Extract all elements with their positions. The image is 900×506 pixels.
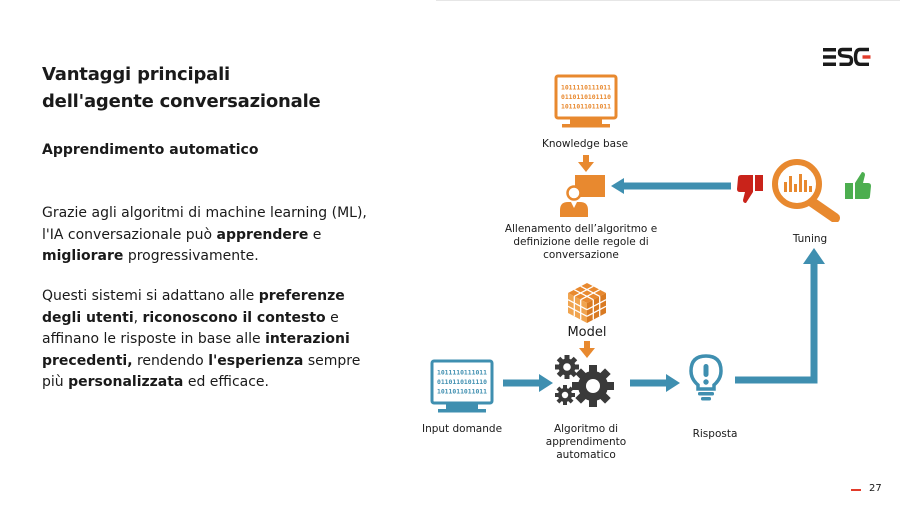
- para1-segment: e: [308, 226, 322, 243]
- binary-line-2: 0110110101110: [437, 378, 487, 386]
- para2-segment: interazioni precedenti,: [42, 331, 350, 369]
- para2-segment: ,: [133, 309, 143, 326]
- arrow-down-icon: [577, 155, 595, 173]
- section-subtitle: Apprendimento automatico: [42, 142, 259, 158]
- binary-line-3: 1011011011011: [561, 103, 611, 111]
- label-training-line-1: Allenamento dell’algoritmo e: [504, 223, 658, 235]
- paragraph-ml: Grazie agli algoritmi di machine learnin…: [42, 203, 372, 268]
- label-algorithm: Algoritmo di apprendimento automatico: [534, 423, 638, 462]
- label-input: Input domande: [421, 423, 503, 435]
- para2-segment: l'esperienza: [208, 352, 304, 369]
- para1-segment: migliorare: [42, 248, 124, 264]
- para1-segment: apprendere: [216, 226, 309, 243]
- para2-segment: sempre più: [42, 352, 361, 391]
- para2-segment: ed efficace.: [183, 374, 269, 390]
- top-divider: [436, 0, 900, 1]
- arrow-left-icon: [611, 178, 731, 194]
- label-response: Risposta: [692, 428, 738, 440]
- binary-line-3: 1011011011011: [437, 388, 487, 396]
- lightbulb-icon: [688, 354, 724, 402]
- label-training: Allenamento dell’algoritmo e definizione…: [488, 223, 674, 262]
- arrow-right-icon: [630, 374, 680, 392]
- label-algorithm-line-1: Algoritmo di: [553, 423, 619, 435]
- title-line-2: dell'agente conversazionale: [42, 91, 321, 112]
- para2-segment: rendendo: [132, 352, 209, 369]
- page-title: Vantaggi principali dell'agente conversa…: [42, 61, 321, 115]
- binary-line-1: 1011110111011: [437, 369, 487, 377]
- binary-monitor-icon: 1011110111011 0110110101110 101101101101…: [554, 74, 618, 130]
- thumbs-down-icon: [735, 172, 765, 206]
- label-algorithm-line-3: automatico: [556, 449, 616, 461]
- page-number-dash: [851, 489, 861, 491]
- label-knowledge-base: Knowledge base: [541, 138, 629, 150]
- company-logo: [822, 46, 872, 68]
- para2-segment: Questi sistemi si adattano alle: [42, 288, 259, 304]
- para2-segment: riconoscono il contesto: [142, 309, 326, 326]
- para1-segment: progressivamente.: [123, 248, 259, 264]
- label-model: Model: [567, 325, 607, 340]
- label-tuning: Tuning: [792, 233, 828, 245]
- cube-grid-icon: [566, 281, 608, 325]
- arrow-right-icon: [503, 374, 553, 392]
- para2-segment: preferenze degli utenti: [42, 288, 345, 326]
- page-number: 27: [869, 483, 882, 494]
- binary-line-1: 1011110111011: [561, 84, 611, 92]
- label-training-line-2: definizione delle regole di: [513, 236, 649, 248]
- para1-segment: Grazie agli algoritmi di machine learnin…: [42, 205, 367, 243]
- arrow-down-icon: [578, 341, 596, 359]
- para2-segment: personalizzata: [68, 374, 184, 390]
- para2-segment: e affinano le risposte in base alle: [42, 309, 339, 348]
- arrow-up-icon: [735, 248, 829, 390]
- thumbs-up-icon: [843, 169, 873, 203]
- label-training-line-3: conversazione: [543, 249, 619, 261]
- magnifier-chart-icon: [769, 156, 845, 222]
- presenter-icon: [558, 173, 608, 219]
- binary-monitor-icon: 1011110111011 0110110101110 101101101101…: [430, 359, 494, 415]
- title-line-1: Vantaggi principali: [42, 64, 231, 85]
- gears-icon: [553, 353, 621, 411]
- paragraph-adaptation: Questi sistemi si adattano alle preferen…: [42, 286, 372, 394]
- label-algorithm-line-2: apprendimento: [545, 436, 627, 448]
- binary-line-2: 0110110101110: [561, 93, 611, 101]
